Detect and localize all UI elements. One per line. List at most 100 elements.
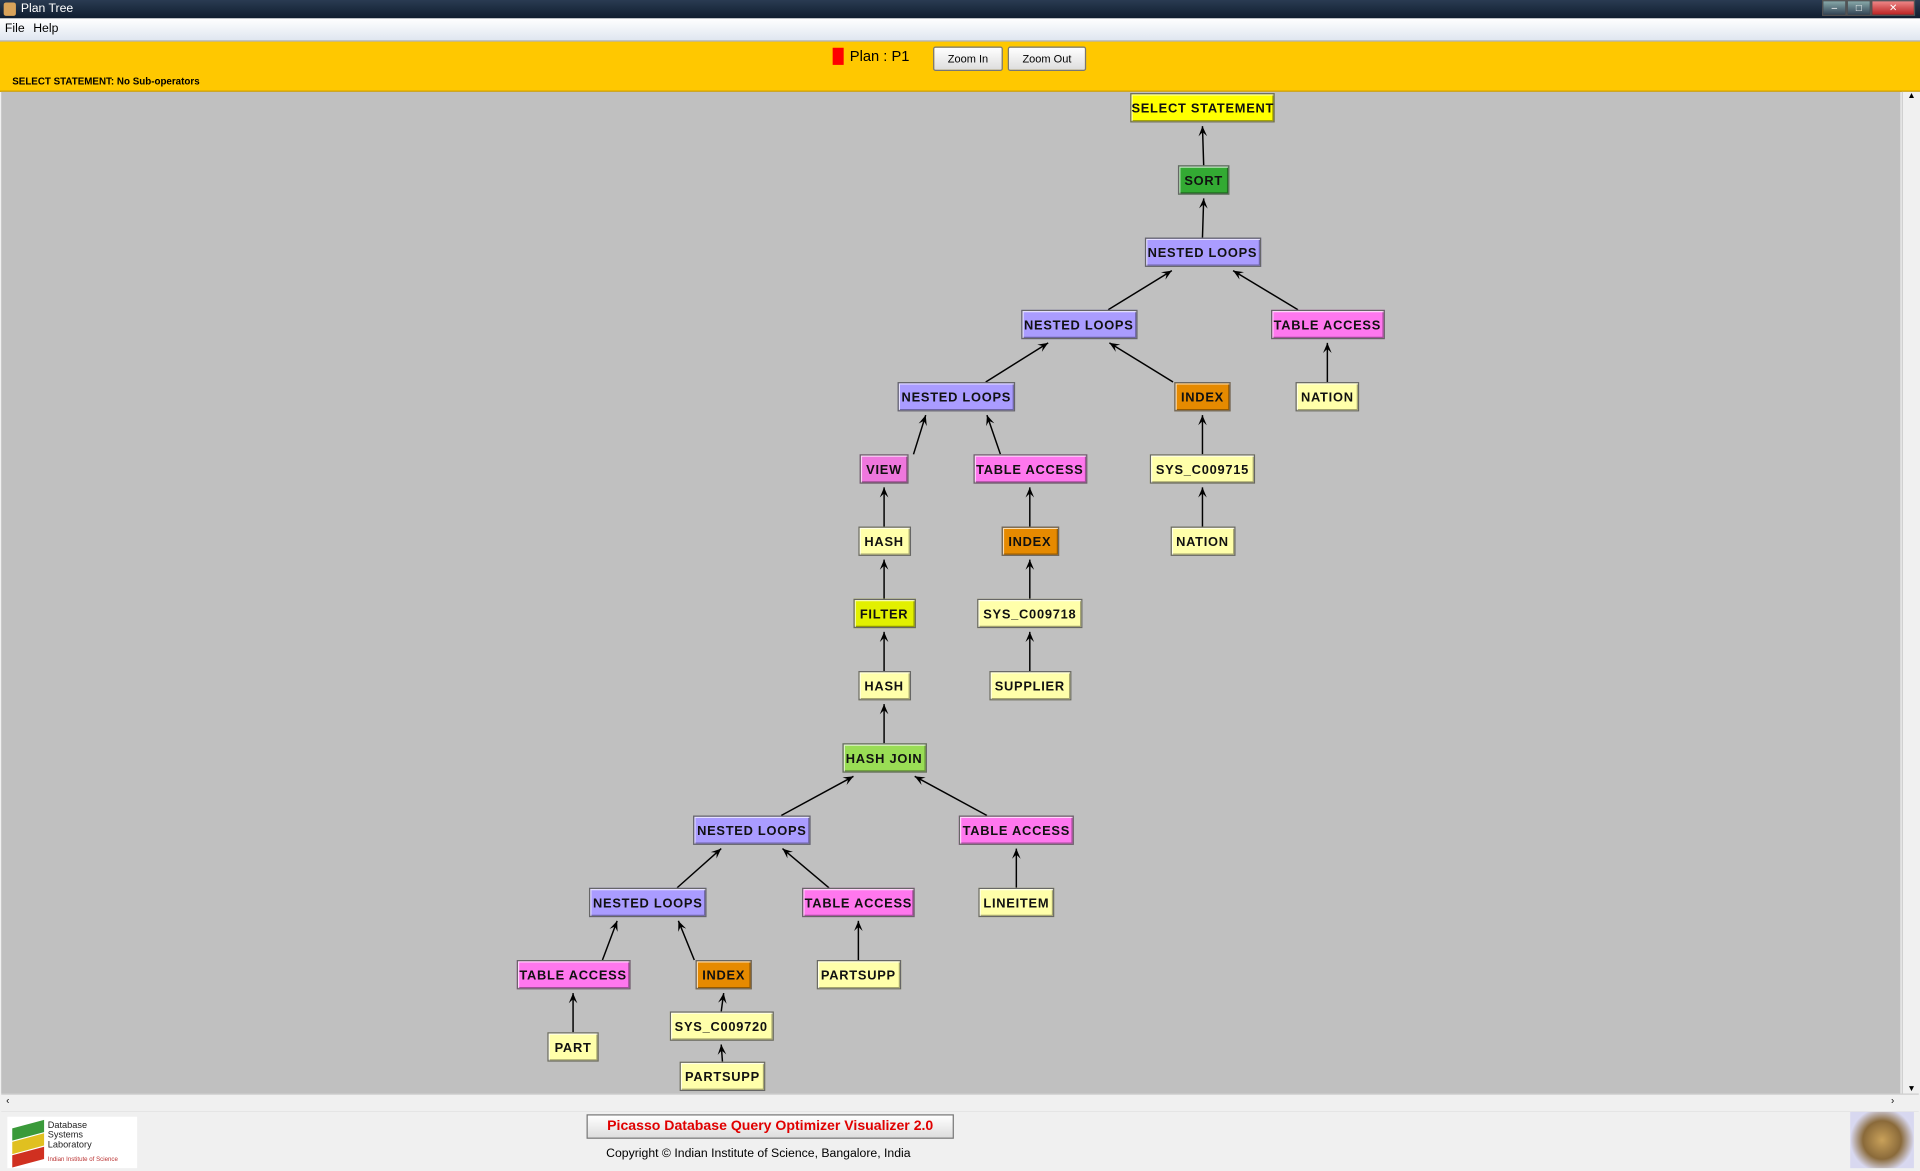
- zoom-out-button[interactable]: Zoom Out: [1007, 46, 1087, 72]
- plan-node-filter[interactable]: FILTER: [852, 598, 916, 629]
- plan-node-hash-join[interactable]: HASH JOIN: [841, 743, 927, 773]
- edge-line: [1201, 126, 1205, 166]
- scroll-right-arrow[interactable]: ›: [1891, 1094, 1895, 1106]
- logo-text: Database: [47, 1119, 88, 1131]
- window-title: Plan Tree: [20, 2, 74, 16]
- scroll-down-arrow[interactable]: ▼: [1907, 1084, 1916, 1094]
- arrowhead-icon: [1025, 487, 1035, 498]
- plan-node-nested-loops[interactable]: NESTED LOOPS: [1020, 309, 1137, 340]
- menu-help[interactable]: Help: [33, 22, 59, 36]
- horizontal-scrollbar[interactable]: ‹›: [1, 1093, 1919, 1114]
- arrowhead-icon: [1025, 631, 1035, 642]
- plan-node-nested-loops[interactable]: NESTED LOOPS: [588, 887, 707, 918]
- tree-edges: [568, 126, 1332, 1062]
- arrowhead-icon: [879, 631, 889, 642]
- plan-node-select-statement[interactable]: SELECT STATEMENT: [1130, 93, 1275, 123]
- plan-node-part[interactable]: PART: [547, 1032, 599, 1062]
- arrowhead-icon: [914, 776, 926, 785]
- arrowhead-icon: [782, 848, 793, 859]
- plan-node-lineitem[interactable]: LINEITEM: [978, 887, 1055, 918]
- plan-node-table-access[interactable]: TABLE ACCESS: [802, 887, 915, 918]
- plan-node-nested-loops[interactable]: NESTED LOOPS: [1144, 237, 1261, 267]
- edge-line: [912, 414, 927, 455]
- plan-node-nation[interactable]: NATION: [1295, 382, 1360, 412]
- plan-node-sort[interactable]: SORT: [1177, 165, 1230, 195]
- picasso-about-button[interactable]: Picasso Database Query Optimizer Visuali…: [586, 1114, 954, 1139]
- arrowhead-icon: [568, 993, 578, 1004]
- plan-label: Plan : P1: [849, 47, 910, 65]
- java-app-icon: [3, 2, 16, 16]
- plan-tree-canvas[interactable]: SELECT STATEMENT SORT NESTED LOOPS NESTED L…: [1, 91, 1901, 1094]
- edge-line: [780, 775, 854, 817]
- iisc-seal-logo: [1850, 1111, 1914, 1169]
- copyright-text: Copyright © Indian Institute of Science,…: [606, 1147, 911, 1161]
- menu-file[interactable]: File: [4, 22, 25, 36]
- plan-toolbar: Plan : P1 Zoom In Zoom Out SELECT STATEM…: [0, 41, 1920, 92]
- arrowhead-icon: [879, 704, 889, 715]
- plan-node-supplier[interactable]: SUPPLIER: [988, 671, 1071, 701]
- edge-line: [676, 848, 722, 889]
- arrowhead-icon: [609, 920, 618, 932]
- arrowhead-icon: [1198, 126, 1208, 137]
- status-text: SELECT STATEMENT: No Sub-operators: [12, 75, 200, 87]
- arrowhead-icon: [918, 415, 927, 427]
- maximize-button[interactable]: □: [1846, 0, 1872, 16]
- edge-line: [1232, 269, 1299, 311]
- arrowhead-icon: [1198, 487, 1207, 498]
- vertical-scrollbar[interactable]: ▲▼: [1901, 91, 1920, 1094]
- edge-line: [1201, 198, 1205, 238]
- plan-node-table-access[interactable]: TABLE ACCESS: [1270, 309, 1385, 340]
- plan-node-sys-c009720[interactable]: SYS_C009720: [669, 1011, 774, 1041]
- title-bar: Plan Tree – □ ✕: [0, 0, 1920, 19]
- plan-node-view[interactable]: VIEW: [859, 454, 909, 484]
- arrowhead-icon: [854, 920, 863, 931]
- arrowhead-icon: [678, 920, 687, 932]
- plan-node-partsupp[interactable]: PARTSUPP: [816, 960, 901, 990]
- arrowhead-icon: [842, 776, 854, 785]
- arrowhead-icon: [1323, 342, 1332, 354]
- edge-line: [601, 920, 618, 961]
- plan-node-index[interactable]: INDEX: [1174, 382, 1231, 412]
- close-button[interactable]: ✕: [1871, 0, 1916, 16]
- logo-text: Indian Institute of Science: [47, 1155, 118, 1164]
- scroll-up-arrow[interactable]: ▲: [1907, 91, 1916, 101]
- zoom-in-button[interactable]: Zoom In: [933, 46, 1003, 72]
- arrowhead-icon: [1233, 270, 1244, 280]
- arrowhead-icon: [1109, 342, 1121, 352]
- arrowhead-icon: [717, 1044, 727, 1055]
- plan-node-index[interactable]: INDEX: [695, 960, 752, 990]
- plan-node-partsupp[interactable]: PARTSUPP: [679, 1061, 766, 1092]
- plan-node-table-access[interactable]: TABLE ACCESS: [972, 454, 1087, 484]
- plan-node-table-access[interactable]: TABLE ACCESS: [958, 815, 1074, 845]
- arrowhead-icon: [879, 487, 889, 498]
- plan-node-hash[interactable]: HASH: [857, 526, 911, 556]
- plan-node-nested-loops[interactable]: NESTED LOOPS: [693, 815, 811, 845]
- arrowhead-icon: [718, 993, 727, 1004]
- plan-node-hash[interactable]: HASH: [857, 671, 911, 701]
- arrowhead-icon: [986, 415, 995, 427]
- logo-text: Systems: [47, 1128, 83, 1141]
- plan-node-index[interactable]: INDEX: [1001, 526, 1059, 556]
- plan-node-sys-c009718[interactable]: SYS_C009718: [977, 598, 1083, 629]
- plan-node-table-access[interactable]: TABLE ACCESS: [516, 960, 631, 990]
- edge-line: [986, 414, 1002, 455]
- plan-color-swatch: [832, 47, 844, 65]
- arrowhead-icon: [1037, 342, 1049, 352]
- menu-bar: File Help: [0, 18, 1920, 42]
- arrowhead-icon: [1012, 848, 1021, 859]
- dsl-logo: Database Systems Laboratory Indian Insti…: [7, 1116, 138, 1169]
- minimize-button[interactable]: –: [1822, 0, 1847, 16]
- edge-line: [677, 920, 695, 961]
- arrowhead-icon: [1160, 270, 1172, 280]
- edge-line: [914, 775, 988, 817]
- logo-text: Laboratory: [47, 1138, 92, 1150]
- plan-node-nation[interactable]: NATION: [1170, 526, 1235, 556]
- scroll-left-arrow[interactable]: ‹: [6, 1094, 10, 1106]
- edge-line: [985, 342, 1049, 383]
- plan-node-sys-c009715[interactable]: SYS_C009715: [1149, 454, 1256, 484]
- arrowhead-icon: [1198, 415, 1207, 426]
- plan-node-nested-loops[interactable]: NESTED LOOPS: [897, 382, 1016, 412]
- footer: Database Systems Laboratory Indian Insti…: [0, 1111, 1920, 1171]
- edge-line: [1109, 342, 1174, 383]
- arrowhead-icon: [710, 848, 722, 859]
